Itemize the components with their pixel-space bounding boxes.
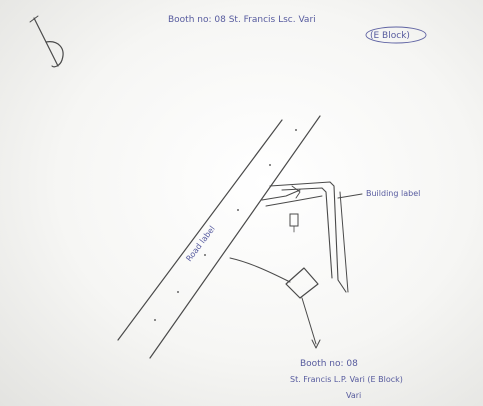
- road: [117, 115, 321, 359]
- road-edge-right: [149, 115, 321, 359]
- footer-booth-label: Booth no: 08: [300, 359, 358, 369]
- header-circle: [365, 26, 427, 44]
- header-note-line2: (E Block): [370, 31, 410, 41]
- footer-note-line2: St. Francis L.P. Vari (E Block): [290, 375, 403, 384]
- building: [261, 181, 349, 293]
- header-note-line1: Booth no: 08 St. Francis Lsc. Vari: [168, 15, 316, 25]
- building-label: Building label: [366, 189, 420, 198]
- marker-box: [289, 213, 299, 227]
- corner-scribble: [29, 15, 64, 68]
- footer-note-line3: Vari: [346, 391, 361, 400]
- road-edge-left: [117, 119, 283, 341]
- building-label-arrow: Building label: [337, 189, 420, 199]
- booth-marker: [229, 257, 321, 349]
